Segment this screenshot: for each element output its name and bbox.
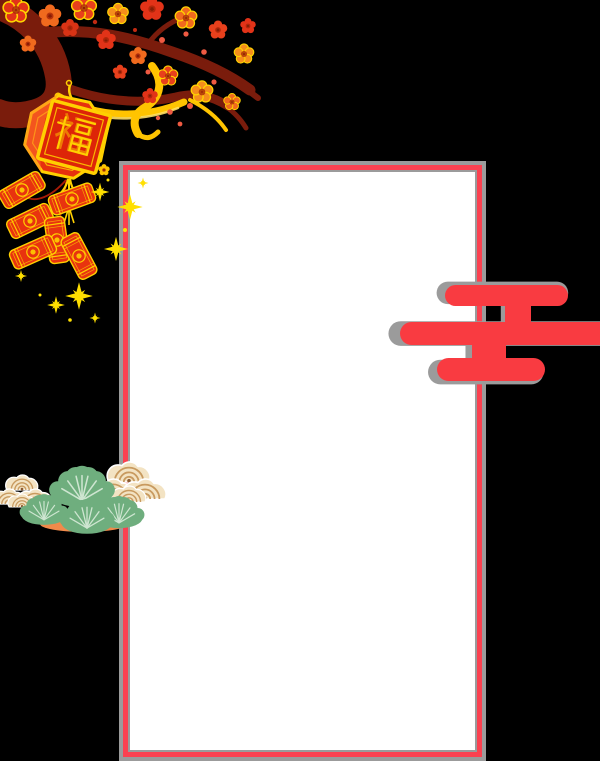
firecracker (0, 169, 48, 211)
frame-inner-shadow-line (128, 170, 477, 752)
firecrackers (0, 169, 100, 282)
fu-strokes (56, 116, 97, 157)
fu-lantern: 福 (23, 79, 113, 225)
lantern-panel: 福 (35, 98, 113, 176)
cloud-bars-graphic (388, 281, 600, 385)
pine-and-clouds-graphic (0, 438, 200, 535)
red-border-frame (119, 161, 486, 761)
gold-sparkles (14, 177, 149, 324)
corner-decoration-graphic: 福 (0, 0, 261, 324)
plum-buds (92, 19, 217, 127)
